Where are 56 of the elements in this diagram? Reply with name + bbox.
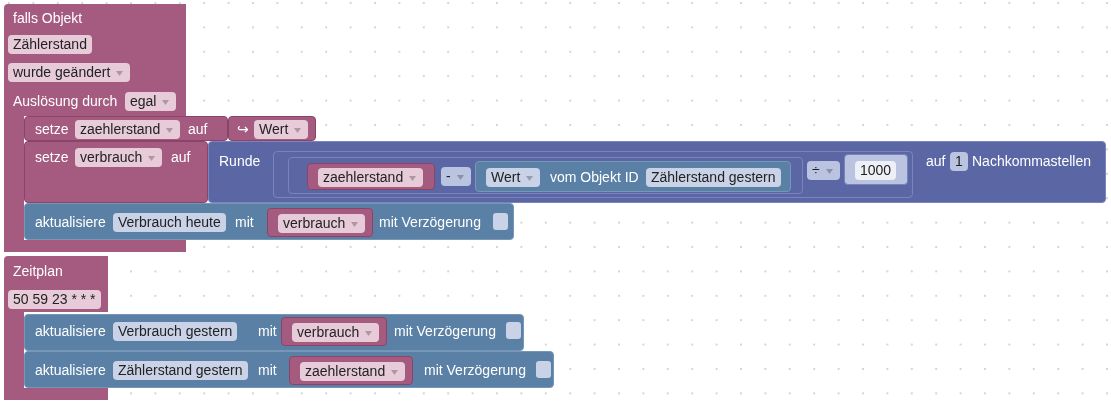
block-label: Auslösung durch	[13, 92, 118, 111]
value-block	[281, 317, 387, 346]
field-value: Verbrauch heute	[113, 213, 226, 232]
block-label: setze	[35, 120, 69, 139]
statement-block	[24, 314, 524, 351]
value-block	[208, 141, 1106, 203]
value-block	[288, 157, 803, 194]
block-label: auf	[926, 152, 946, 171]
field-value: 1	[950, 152, 968, 171]
field-value: Zählerstand	[8, 35, 92, 54]
dropdown-field: egal	[125, 92, 177, 111]
block-label: mit	[258, 322, 277, 341]
value-block	[267, 208, 373, 237]
dropdown-field: zaehlerstand	[318, 168, 424, 187]
block-label: falls Objekt	[13, 9, 83, 28]
dropdown-field: zaehlerstand	[300, 362, 406, 381]
value-block	[475, 161, 791, 192]
block-label: mit Verzögerung	[379, 213, 481, 232]
dropdown-field: verbrauch	[292, 323, 380, 342]
block-label: Zeitplan	[13, 262, 63, 281]
block-label: aktualisiere	[35, 322, 106, 341]
block-label: setze	[35, 148, 69, 167]
field-value: Zählerstand gestern	[113, 361, 248, 380]
statement-block	[24, 141, 208, 203]
block-label: Runde	[219, 152, 261, 171]
number-block	[844, 154, 908, 185]
block-label: mit	[258, 361, 277, 380]
value-block	[307, 163, 435, 190]
field-value: 1000	[855, 161, 897, 180]
dropdown-field: wurde geändert	[8, 63, 131, 82]
statement-block	[24, 351, 554, 388]
block-label: Nachkommastellen	[972, 152, 1092, 171]
block-label: vom Objekt ID	[550, 168, 639, 187]
statement-block	[24, 203, 514, 240]
value-block	[273, 151, 913, 198]
statement-block	[24, 116, 228, 141]
block-label: mit Verzögerung	[424, 361, 526, 380]
dropdown-field: ÷	[807, 161, 840, 180]
dropdown-field: zaehlerstand	[75, 120, 181, 139]
value-block	[289, 356, 413, 385]
field-value: 50 59 23 * * *	[8, 290, 101, 309]
dropdown-field: verbrauch	[278, 214, 366, 233]
block-label: ↪	[237, 120, 249, 139]
block-label: auf	[171, 148, 191, 167]
dropdown-field: Wert	[486, 168, 541, 187]
block-label: aktualisiere	[35, 213, 106, 232]
dropdown-field: Wert	[254, 120, 309, 139]
dropdown-field: -	[441, 167, 471, 186]
value-block	[228, 116, 316, 141]
block-label: mit Verzögerung	[394, 322, 496, 341]
block-label: auf	[188, 120, 208, 139]
field-value: Verbrauch gestern	[113, 322, 238, 341]
block-label: aktualisiere	[35, 361, 106, 380]
field-value: Zählerstand gestern	[646, 168, 781, 187]
dropdown-field: verbrauch	[75, 148, 163, 167]
block-label: mit	[235, 213, 254, 232]
